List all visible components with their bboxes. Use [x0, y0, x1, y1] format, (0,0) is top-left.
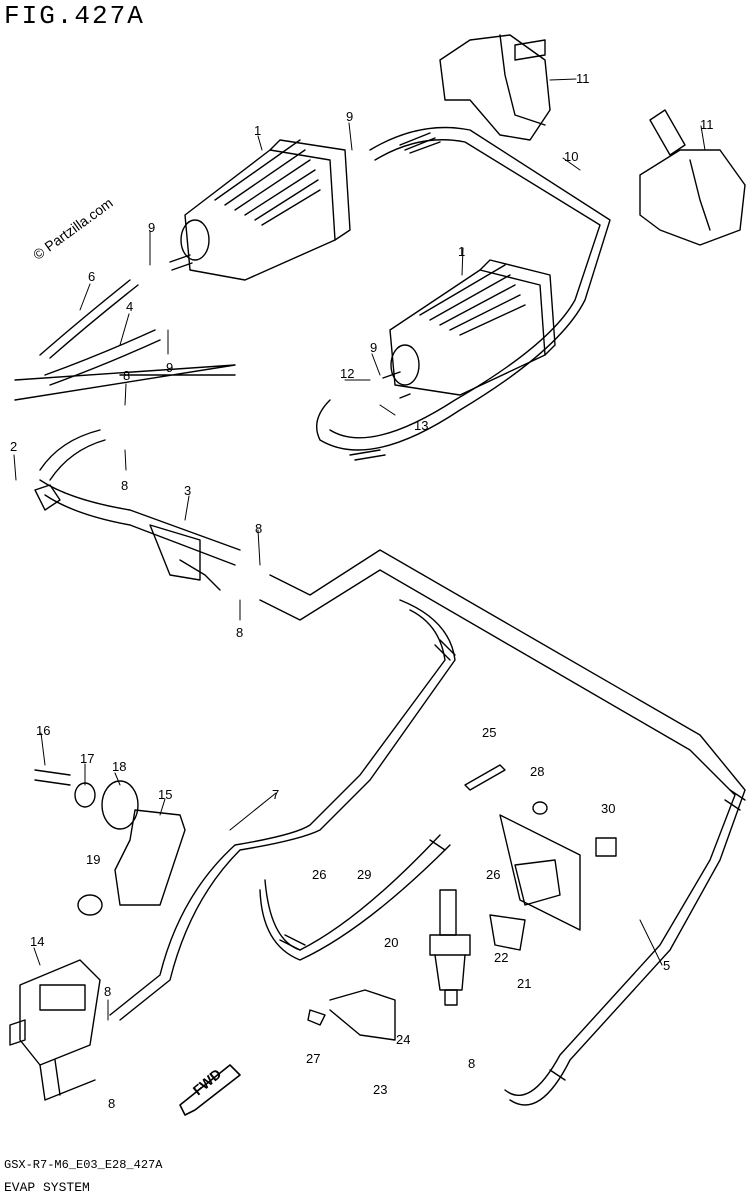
callout-1a: 1 [254, 123, 262, 138]
bracket-11-top [439, 34, 551, 141]
callout-2: 2 [10, 439, 18, 454]
callout-4: 4 [126, 299, 134, 314]
bracket-11-right [639, 109, 746, 246]
callout-12: 12 [340, 366, 355, 381]
valve-20 [429, 889, 471, 1006]
callout-30: 30 [601, 801, 616, 816]
hose-10 [316, 126, 611, 461]
hose-7-and-5 [109, 549, 746, 1106]
footer-name: EVAP SYSTEM [4, 1180, 90, 1195]
callout-5: 5 [663, 958, 671, 973]
callout-9b: 9 [148, 220, 156, 235]
hose-29 [259, 834, 451, 961]
callout-26a: 26 [312, 867, 327, 882]
hose-6-and-4 [14, 279, 236, 401]
mount-parts [34, 769, 186, 916]
solenoid-14 [9, 959, 101, 1101]
callout-8e: 8 [104, 984, 112, 999]
callout-25: 25 [482, 725, 497, 740]
callout-16: 16 [36, 723, 51, 738]
callout-23: 23 [373, 1082, 388, 1097]
canister-lower [382, 259, 556, 399]
callout-22: 22 [494, 950, 509, 965]
pipe-assembly-3 [34, 429, 241, 591]
small-parts [464, 764, 617, 857]
fwd-arrow: FWD [179, 1064, 241, 1116]
callout-9a: 9 [346, 109, 354, 124]
fig-title: FIG.427A [4, 1, 145, 31]
callout-9d: 9 [370, 340, 378, 355]
callout-18: 18 [112, 759, 127, 774]
callout-19: 19 [86, 852, 101, 867]
footer-code: GSX-R7-M6_E03_E28_427A [4, 1158, 163, 1172]
callout-24: 24 [396, 1032, 411, 1047]
callout-21: 21 [517, 976, 532, 991]
fwd-label: FWD [190, 1066, 225, 1099]
callout-9c: 9 [166, 360, 174, 375]
callout-3: 3 [184, 483, 192, 498]
callout-14: 14 [30, 934, 45, 949]
callout-10: 10 [564, 149, 579, 164]
callout-8d: 8 [236, 625, 244, 640]
clamp-23-24 [307, 989, 396, 1041]
callout-26b: 26 [486, 867, 501, 882]
canister-upper [169, 139, 351, 281]
callout-7: 7 [272, 787, 280, 802]
callout-8g: 8 [468, 1056, 476, 1071]
callout-29: 29 [357, 867, 372, 882]
bracket-21-22 [489, 814, 581, 951]
leader-lines [13, 78, 706, 1021]
callout-8c: 8 [255, 521, 263, 536]
callout-6: 6 [88, 269, 96, 284]
callout-11b: 11 [700, 117, 714, 132]
callout-8b: 8 [121, 478, 129, 493]
callout-15: 15 [158, 787, 173, 802]
callout-8f: 8 [108, 1096, 116, 1111]
callout-27: 27 [306, 1051, 321, 1066]
callout-13: 13 [414, 418, 429, 433]
callout-28: 28 [530, 764, 545, 779]
callout-20: 20 [384, 935, 399, 950]
callout-8a: 8 [123, 368, 131, 383]
callout-17: 17 [80, 751, 95, 766]
callout-11a: 11 [576, 71, 590, 86]
callout-1b: 1 [458, 244, 466, 259]
